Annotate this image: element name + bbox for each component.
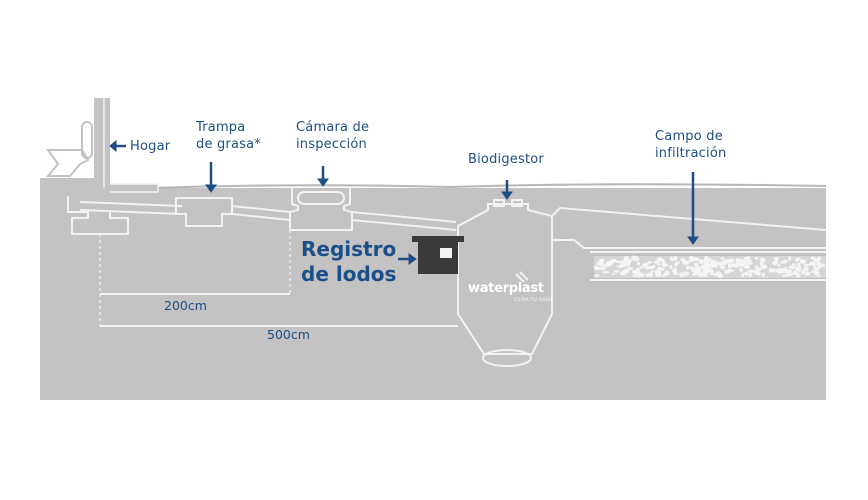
pipe-network	[67, 188, 827, 367]
dimension-lines	[100, 293, 458, 327]
waterplast-logo-mark	[515, 271, 529, 283]
label-registro-line1: Registro	[301, 237, 397, 261]
toilet-icon	[45, 121, 93, 177]
label-camara-line2: inspección	[296, 137, 367, 152]
grass-line	[149, 183, 827, 189]
label-biodigestor: Biodigestor	[468, 152, 544, 167]
logo-tagline: CUIDA TU AGUA	[514, 297, 553, 302]
label-trampa-line1: Trampa	[196, 120, 246, 135]
label-hogar: Hogar	[130, 139, 171, 154]
house-floor-right	[107, 183, 159, 193]
gravel-stones	[593, 255, 826, 279]
house-wall	[94, 98, 110, 206]
ground	[40, 188, 826, 400]
arrow-right-icon	[398, 253, 417, 265]
dimension-200cm: 200cm	[164, 298, 207, 313]
house-floor	[40, 178, 98, 188]
label-registro-line2: de lodos	[301, 262, 397, 286]
label-camara-line1: Cámara de	[296, 120, 370, 135]
arrow-down-icon	[205, 162, 217, 193]
arrow-down-icon	[317, 166, 329, 187]
arrow-left-icon	[109, 139, 126, 153]
arrow-down-icon	[501, 180, 513, 200]
registro-de-lodos-box	[412, 236, 464, 274]
logo-waterplast: waterplast	[468, 281, 544, 296]
label-campo-line1: Campo de	[655, 129, 723, 144]
arrow-down-icon	[687, 172, 699, 245]
dimension-500cm: 500cm	[267, 327, 310, 342]
label-trampa-line2: de grasa*	[196, 137, 261, 152]
label-campo-line2: infiltración	[655, 146, 727, 161]
